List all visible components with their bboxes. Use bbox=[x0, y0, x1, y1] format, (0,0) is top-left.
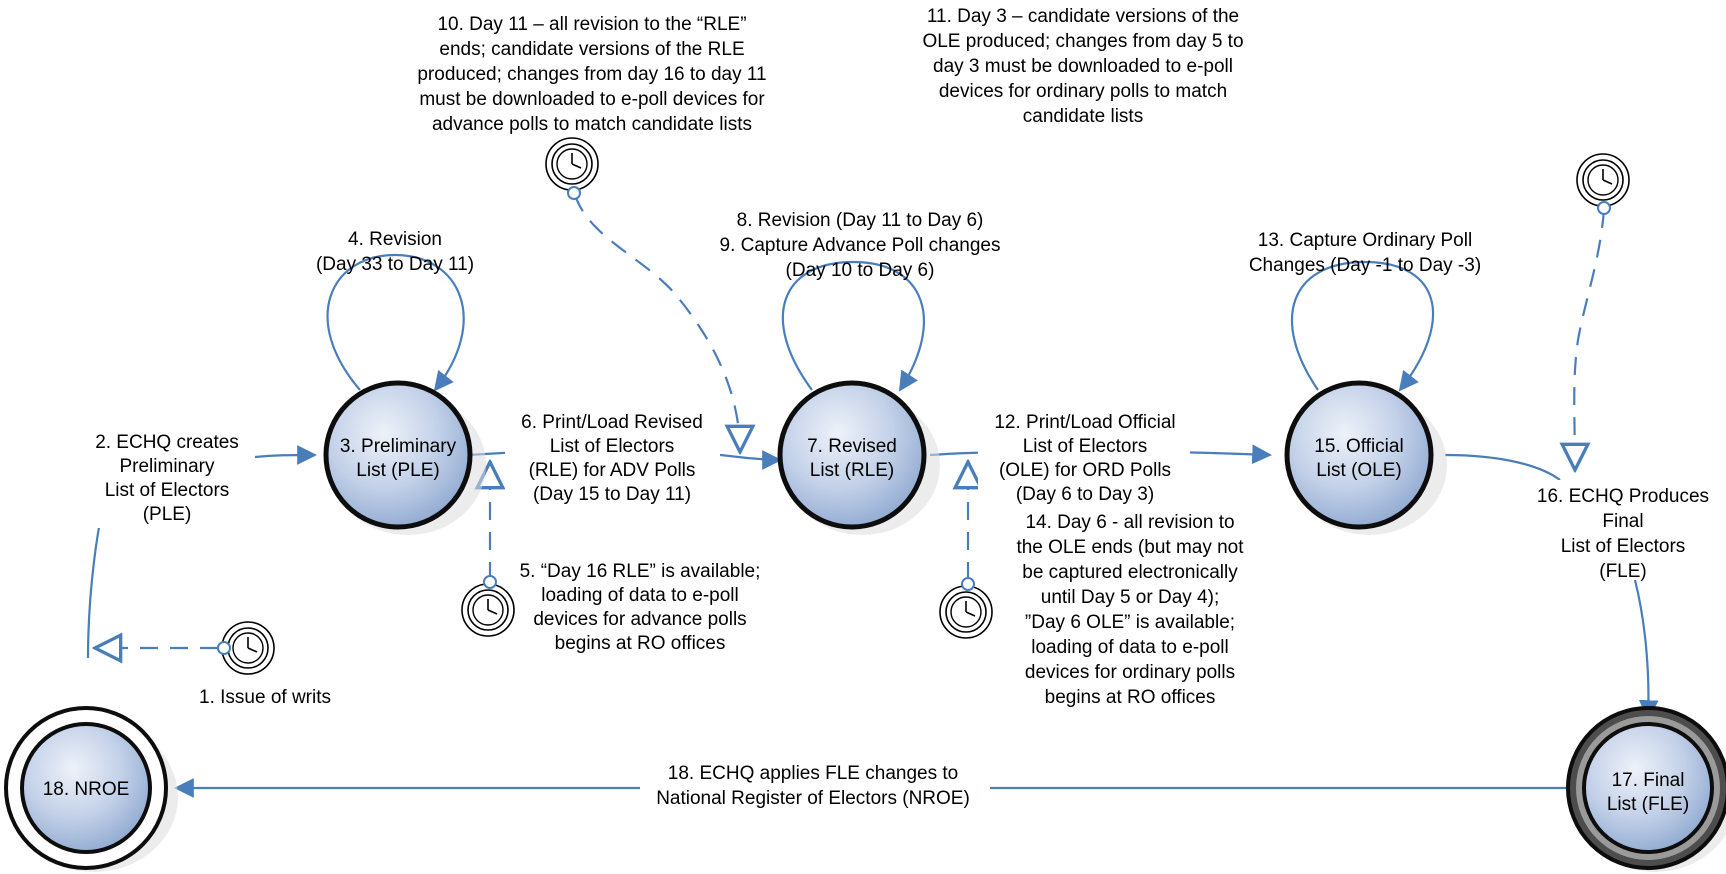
clock-icon bbox=[461, 583, 515, 637]
edge-fle-arrow bbox=[1633, 579, 1659, 720]
label-1-line1: 1. Issue of writs bbox=[199, 687, 331, 708]
label-4-line1: 4. Revision bbox=[348, 229, 442, 250]
label-5-day16-rle: 5. “Day 16 RLE” is available; loading of… bbox=[520, 561, 761, 654]
label-6-line2: List of Electors bbox=[550, 436, 675, 457]
node-fle-line2: List (FLE) bbox=[1607, 794, 1689, 815]
edge-ple-selfloop bbox=[326, 253, 465, 392]
label-14-line1: 14. Day 6 - all revision to bbox=[1025, 512, 1234, 533]
node-nroe: 18. NROE bbox=[4, 706, 178, 872]
label-4-revision: 4. Revision (Day 33 to Day 11) bbox=[316, 229, 474, 275]
label-14-day6-ole: 14. Day 6 - all revision to the OLE ends… bbox=[1016, 512, 1244, 708]
label-10-line2: ends; candidate versions of the RLE bbox=[439, 39, 744, 60]
label-13-line2: Changes (Day -1 to Day -3) bbox=[1249, 255, 1481, 276]
node-rle-line2: List (RLE) bbox=[810, 460, 894, 481]
label-2-line2: Preliminary bbox=[119, 456, 215, 477]
clock-icon bbox=[545, 137, 599, 191]
label-14-line3: be captured electronically bbox=[1022, 562, 1238, 583]
label-16-line3: List of Electors bbox=[1561, 536, 1686, 557]
label-11-line2: OLE produced; changes from day 5 to bbox=[922, 31, 1243, 52]
label-14-line8: begins at RO offices bbox=[1045, 687, 1216, 708]
label-14-line6: loading of data to e-poll bbox=[1031, 637, 1229, 658]
node-ole-line2: List (OLE) bbox=[1316, 460, 1402, 481]
label-8-9-line3: (Day 10 to Day 6) bbox=[786, 260, 935, 281]
label-6-line4: (Day 15 to Day 11) bbox=[533, 484, 691, 505]
label-8-9-line2: 9. Capture Advance Poll changes bbox=[720, 235, 1001, 256]
edge-ole-selfloop bbox=[1291, 260, 1435, 392]
label-16-line1: 16. ECHQ Produces bbox=[1537, 486, 1709, 507]
label-13-line1: 13. Capture Ordinary Poll bbox=[1258, 230, 1472, 251]
label-6-print-load-rle: 6. Print/Load Revised List of Electors (… bbox=[505, 408, 715, 510]
node-nroe-line1: 18. NROE bbox=[43, 779, 130, 800]
label-14-line2: the OLE ends (but may not bbox=[1016, 537, 1244, 558]
label-8-9-line1: 8. Revision (Day 11 to Day 6) bbox=[737, 210, 984, 231]
label-12-line2: List of Electors bbox=[1023, 436, 1148, 457]
node-ole-line1: 15. Official bbox=[1314, 436, 1403, 457]
timer-port-14 bbox=[961, 577, 975, 591]
label-2-line3: List of Electors bbox=[105, 480, 230, 501]
node-ole: 15. Official List (OLE) bbox=[1284, 380, 1447, 535]
node-ple-line2: List (PLE) bbox=[356, 460, 439, 481]
label-5-line2: loading of data to e-poll bbox=[541, 585, 739, 606]
clock-icon bbox=[1576, 153, 1630, 207]
clock-icon bbox=[939, 585, 993, 639]
label-2-line4: (PLE) bbox=[143, 504, 192, 525]
label-2-echq-creates: 2. ECHQ creates Preliminary List of Elec… bbox=[80, 428, 255, 528]
label-10-line5: advance polls to match candidate lists bbox=[432, 114, 752, 135]
label-10-line3: produced; changes from day 16 to day 11 bbox=[417, 64, 766, 85]
node-rle-line1: 7. Revised bbox=[807, 436, 897, 457]
node-ple-line1: 3. Preliminary bbox=[340, 436, 457, 457]
label-16-echq-produces: 16. ECHQ Produces Final List of Electors… bbox=[1520, 480, 1720, 582]
label-2-line1: 2. ECHQ creates bbox=[95, 432, 239, 453]
timer-port-16 bbox=[1597, 201, 1611, 215]
edge-create-ple bbox=[254, 445, 317, 465]
timer-edge-10 bbox=[573, 194, 740, 452]
label-18-line2: National Register of Electors (NROE) bbox=[656, 788, 970, 809]
label-10-line1: 10. Day 11 – all revision to the “RLE” bbox=[437, 14, 746, 35]
label-6-line3: (RLE) for ADV Polls bbox=[529, 460, 696, 481]
label-11-line1: 11. Day 3 – candidate versions of the bbox=[927, 6, 1239, 27]
edge-to-rle bbox=[719, 450, 782, 470]
label-10-line4: must be downloaded to e-poll devices for bbox=[419, 89, 765, 110]
label-11-day3-ole: 11. Day 3 – candidate versions of the OL… bbox=[922, 6, 1243, 127]
label-12-line1: 12. Print/Load Official bbox=[994, 412, 1175, 433]
label-4-line2: (Day 33 to Day 11) bbox=[316, 254, 474, 275]
edge-rle-selfloop bbox=[781, 260, 925, 392]
node-ple: 3. Preliminary List (PLE) bbox=[323, 380, 486, 535]
label-10-day11-rle: 10. Day 11 – all revision to the “RLE” e… bbox=[417, 14, 766, 135]
label-13-capture-ordinary: 13. Capture Ordinary Poll Changes (Day -… bbox=[1249, 230, 1481, 276]
label-11-line3: day 3 must be downloaded to e-poll bbox=[933, 56, 1233, 77]
timer-port-1 bbox=[217, 641, 231, 655]
timer-port-10 bbox=[567, 186, 581, 200]
label-5-line1: 5. “Day 16 RLE” is available; bbox=[520, 561, 761, 582]
label-14-line5: ”Day 6 OLE” is available; bbox=[1025, 612, 1235, 633]
timer-edges bbox=[95, 194, 1606, 648]
node-fle-line1: 17. Final bbox=[1612, 770, 1685, 791]
label-11-line5: candidate lists bbox=[1023, 106, 1143, 127]
label-16-line4: (FLE) bbox=[1599, 561, 1647, 582]
timer-edge-16 bbox=[1574, 209, 1606, 470]
label-18-echq-applies: 18. ECHQ applies FLE changes to National… bbox=[640, 758, 990, 812]
label-16-line2: Final bbox=[1602, 511, 1643, 532]
label-12-line4: (Day 6 to Day 3) bbox=[1016, 484, 1154, 505]
label-11-line4: devices for ordinary polls to match bbox=[939, 81, 1227, 102]
label-6-line1: 6. Print/Load Revised bbox=[521, 412, 703, 433]
node-rle: 7. Revised List (RLE) bbox=[777, 380, 940, 535]
label-5-line4: begins at RO offices bbox=[555, 633, 726, 654]
node-fle: 17. Final List (FLE) bbox=[1566, 706, 1726, 872]
label-14-line7: devices for ordinary polls bbox=[1025, 662, 1235, 683]
label-14-line4: until Day 5 or Day 4); bbox=[1041, 587, 1219, 608]
edge-ole-to-fle-a bbox=[1444, 453, 1561, 481]
timer-port-5 bbox=[483, 575, 497, 589]
label-12-line3: (OLE) for ORD Polls bbox=[999, 460, 1171, 481]
label-5-line3: devices for advance polls bbox=[533, 609, 746, 630]
label-12-print-load-ole: 12. Print/Load Official List of Electors… bbox=[978, 408, 1190, 510]
label-18-line1: 18. ECHQ applies FLE changes to bbox=[668, 763, 958, 784]
label-1-issue-of-writs: 1. Issue of writs bbox=[199, 687, 331, 708]
clock-icon bbox=[221, 621, 275, 675]
label-8-9-revision-capture: 8. Revision (Day 11 to Day 6) 9. Capture… bbox=[720, 210, 1001, 281]
